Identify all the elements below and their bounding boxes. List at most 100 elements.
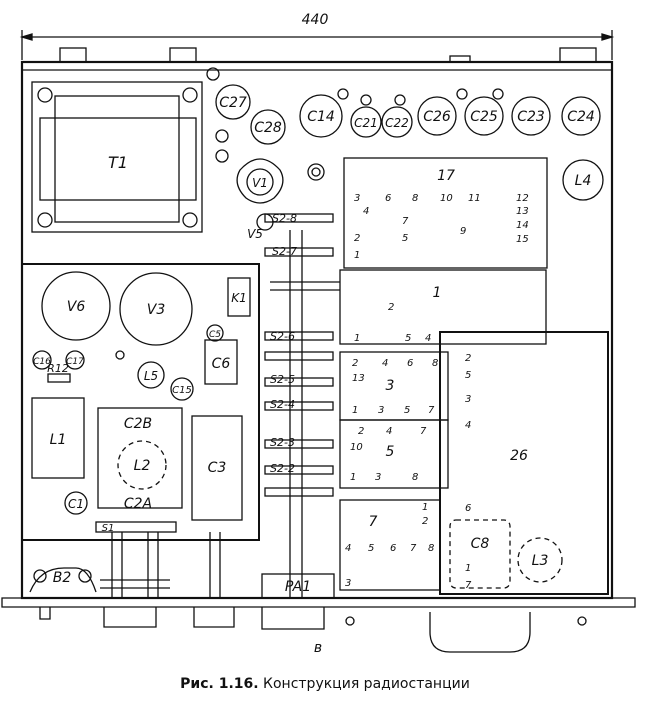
capacitor-c28 — [250, 109, 286, 145]
pin: 12 — [516, 193, 529, 204]
capacitor-c22 — [381, 106, 413, 138]
pin: 5 — [465, 370, 471, 381]
label-c2b: C2B — [124, 416, 152, 432]
dimension-line — [19, 30, 615, 60]
label-module-3: 3 — [386, 378, 395, 394]
coil-l3 — [517, 537, 563, 583]
pin: 2 — [422, 516, 428, 527]
label-module-1: 1 — [433, 285, 442, 301]
pin: 13 — [352, 373, 365, 384]
pin: 10 — [350, 442, 363, 453]
capacitor-c21 — [350, 106, 382, 138]
label-module-5: 5 — [386, 444, 395, 460]
capacitor-c14 — [299, 94, 343, 138]
pin: 9 — [460, 226, 466, 237]
pin: 8 — [428, 543, 434, 554]
pin: 7 — [465, 580, 472, 591]
capacitor-c3 — [191, 415, 243, 521]
label-v3: V3 — [147, 302, 165, 318]
label-s2-4: S2-4 — [270, 398, 295, 411]
label-s2-7: S2-7 — [272, 245, 297, 258]
label-module-26: 26 — [510, 448, 528, 464]
label-c21: C21 — [354, 116, 378, 130]
pin: 6 — [465, 503, 471, 514]
pin: 14 — [516, 220, 529, 231]
label-c22: C22 — [385, 116, 409, 130]
resistor-r12 — [47, 373, 71, 383]
label-c27: C27 — [219, 95, 247, 111]
pin: 3 — [354, 193, 360, 204]
label-module-7: 7 — [369, 514, 378, 530]
module-1 — [339, 269, 547, 345]
pin: 3 — [375, 472, 381, 483]
board-17 — [343, 157, 548, 269]
label-c2a: C2A — [124, 496, 152, 512]
capacitor-c6 — [204, 339, 238, 385]
capacitor-c25 — [464, 96, 504, 136]
pin: 4 — [386, 426, 392, 437]
label-c26: C26 — [423, 109, 451, 125]
label-c14: C14 — [307, 109, 335, 125]
label-module-17: 17 — [437, 168, 455, 184]
pin: 7 — [420, 426, 427, 437]
capacitor-c17 — [65, 350, 85, 370]
pin: 8 — [412, 193, 418, 204]
label-s2-6: S2-6 — [270, 330, 295, 343]
pin: 3 — [378, 405, 384, 416]
pin: 1 — [350, 472, 356, 483]
pin: 11 — [468, 193, 481, 204]
pin: 5 — [368, 543, 374, 554]
pin: 1 — [352, 405, 358, 416]
capacitor-c24 — [561, 96, 601, 136]
label-c28: C28 — [254, 120, 282, 136]
capacitor-c26 — [417, 96, 457, 136]
label-c15: C15 — [172, 385, 192, 396]
pin: 2 — [388, 302, 394, 313]
pin: 4 — [382, 358, 388, 369]
label-l3: L3 — [532, 553, 549, 569]
capacitor-c2 — [97, 407, 183, 509]
capacitor-c16 — [32, 350, 52, 370]
label-s1: S1 — [102, 523, 115, 534]
label-s2-3: S2-3 — [270, 436, 295, 449]
pin: 4 — [363, 206, 369, 217]
pin: 7 — [402, 216, 409, 227]
speaker-b2 — [29, 567, 97, 593]
label-l5: L5 — [144, 369, 158, 383]
shafts — [100, 230, 340, 598]
pin: 1 — [422, 502, 428, 513]
module-5 — [339, 419, 449, 489]
label-c3: C3 — [208, 460, 227, 476]
label-s2-8: S2-8 — [272, 212, 297, 225]
dimension-label: 440 — [302, 12, 329, 28]
tube-socket-v1 — [236, 158, 284, 204]
coil-l1 — [31, 397, 85, 479]
label-v5: V5 — [247, 227, 263, 241]
label-c17: C17 — [66, 357, 84, 367]
label-c5: C5 — [209, 330, 221, 340]
pin: 5 — [405, 333, 411, 344]
pin: 8 — [412, 472, 418, 483]
label-r12: R12 — [47, 362, 69, 375]
figure-caption: Рис. 1.16. Конструкция радиостанции — [0, 676, 650, 692]
label-l1: L1 — [50, 432, 67, 448]
pin: 2 — [352, 358, 358, 369]
pin: 2 — [354, 233, 360, 244]
pin: 6 — [390, 543, 396, 554]
pin: 10 — [440, 193, 453, 204]
label-c24: C24 — [567, 109, 595, 125]
pin: 7 — [410, 543, 417, 554]
capacitor-c1 — [64, 491, 88, 515]
pin: 5 — [402, 233, 408, 244]
trimmer-c5 — [206, 324, 224, 342]
label-c1: C1 — [68, 497, 84, 511]
transformer-t1 — [31, 81, 203, 233]
label-s2-2: S2-2 — [270, 462, 295, 475]
inductor-l5 — [137, 361, 165, 389]
label-l4: L4 — [575, 173, 592, 189]
pin: 2 — [465, 353, 471, 364]
pin: 2 — [358, 426, 364, 437]
pin: 7 — [428, 405, 435, 416]
pin: 3 — [465, 394, 471, 405]
label-l2: L2 — [134, 458, 151, 474]
